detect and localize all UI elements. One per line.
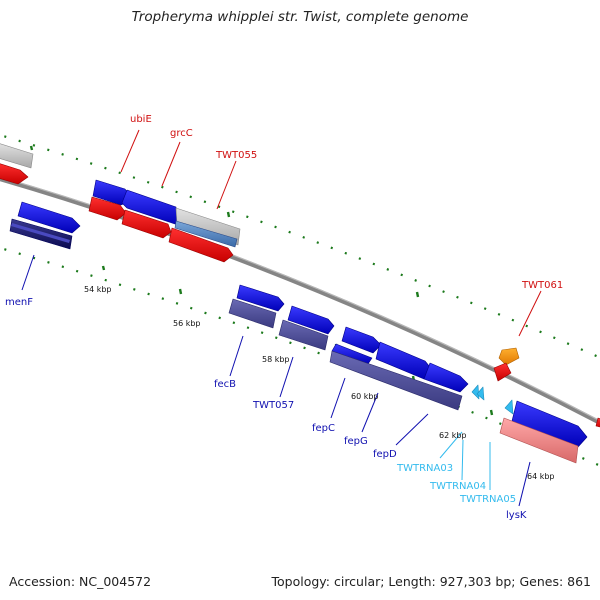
gene-arrow [329,350,463,411]
gene-label-lysK: lysK [506,510,527,521]
gene-label-TWTRNA03: TWTRNA03 [396,463,453,474]
gene-arrow [499,417,579,464]
gene-arrow [121,209,172,239]
gene-label-menF: menF [5,297,33,308]
map-title: Tropheryma whipplei str. Twist, complete… [131,9,469,25]
gene-label-TWT057: TWT057 [252,400,294,411]
trna-arrow [476,386,485,401]
gene-arrow [595,417,600,428]
gene-arrow [423,362,469,393]
callout-lines [21,129,542,507]
gene-arrow [498,347,520,366]
gene-arrow [341,326,382,354]
genome-backbone [0,176,600,426]
gene-label-fepD: fepD [373,449,397,460]
accession-text: Accession: NC_004572 [9,574,152,589]
gene-arrow [287,305,335,335]
gene-arrow [168,227,234,263]
gene-arrow [228,298,277,329]
scale-label: 62 kbp [439,431,467,440]
gene-label-fepC: fepC [312,423,335,434]
gene-label-fecB: fecB [214,379,236,390]
gene-arrow [493,362,512,382]
gene-label-TWT055: TWT055 [215,150,257,161]
topology-text: Topology: circular; Length: 927,303 bp; … [271,574,592,589]
gene-label-TWTRNA04: TWTRNA04 [429,481,486,492]
gene-arrow [236,284,285,312]
gene-arrow [278,319,329,351]
gene-label-TWT061: TWT061 [521,280,563,291]
tick-track-outer [0,133,600,359]
gene-features [0,143,600,464]
scale-label: 60 kbp [351,392,379,401]
gene-label-TWTRNA05: TWTRNA05 [459,494,516,505]
gene-arrow [511,400,588,448]
gene-arrow [17,201,81,234]
gene-label-fepG: fepG [344,436,368,447]
trna-arrow [504,399,514,415]
gene-arrow [0,163,29,185]
scale-label: 54 kbp [84,285,112,294]
gene-label-ubiE: ubiE [130,114,152,125]
gene-arrow [11,223,70,243]
gene-arrow [0,143,34,169]
tick-track-inner [0,246,600,467]
scale-label: 58 kbp [262,355,290,364]
gene-arrow [121,189,179,226]
gene-label-grcC: grcC [170,128,193,139]
gene-arrow [174,220,238,248]
trna-arrow [471,384,480,400]
scale-label: 64 kbp [527,472,555,481]
gene-arrow [88,196,127,221]
scale-label: 56 kbp [173,319,201,328]
